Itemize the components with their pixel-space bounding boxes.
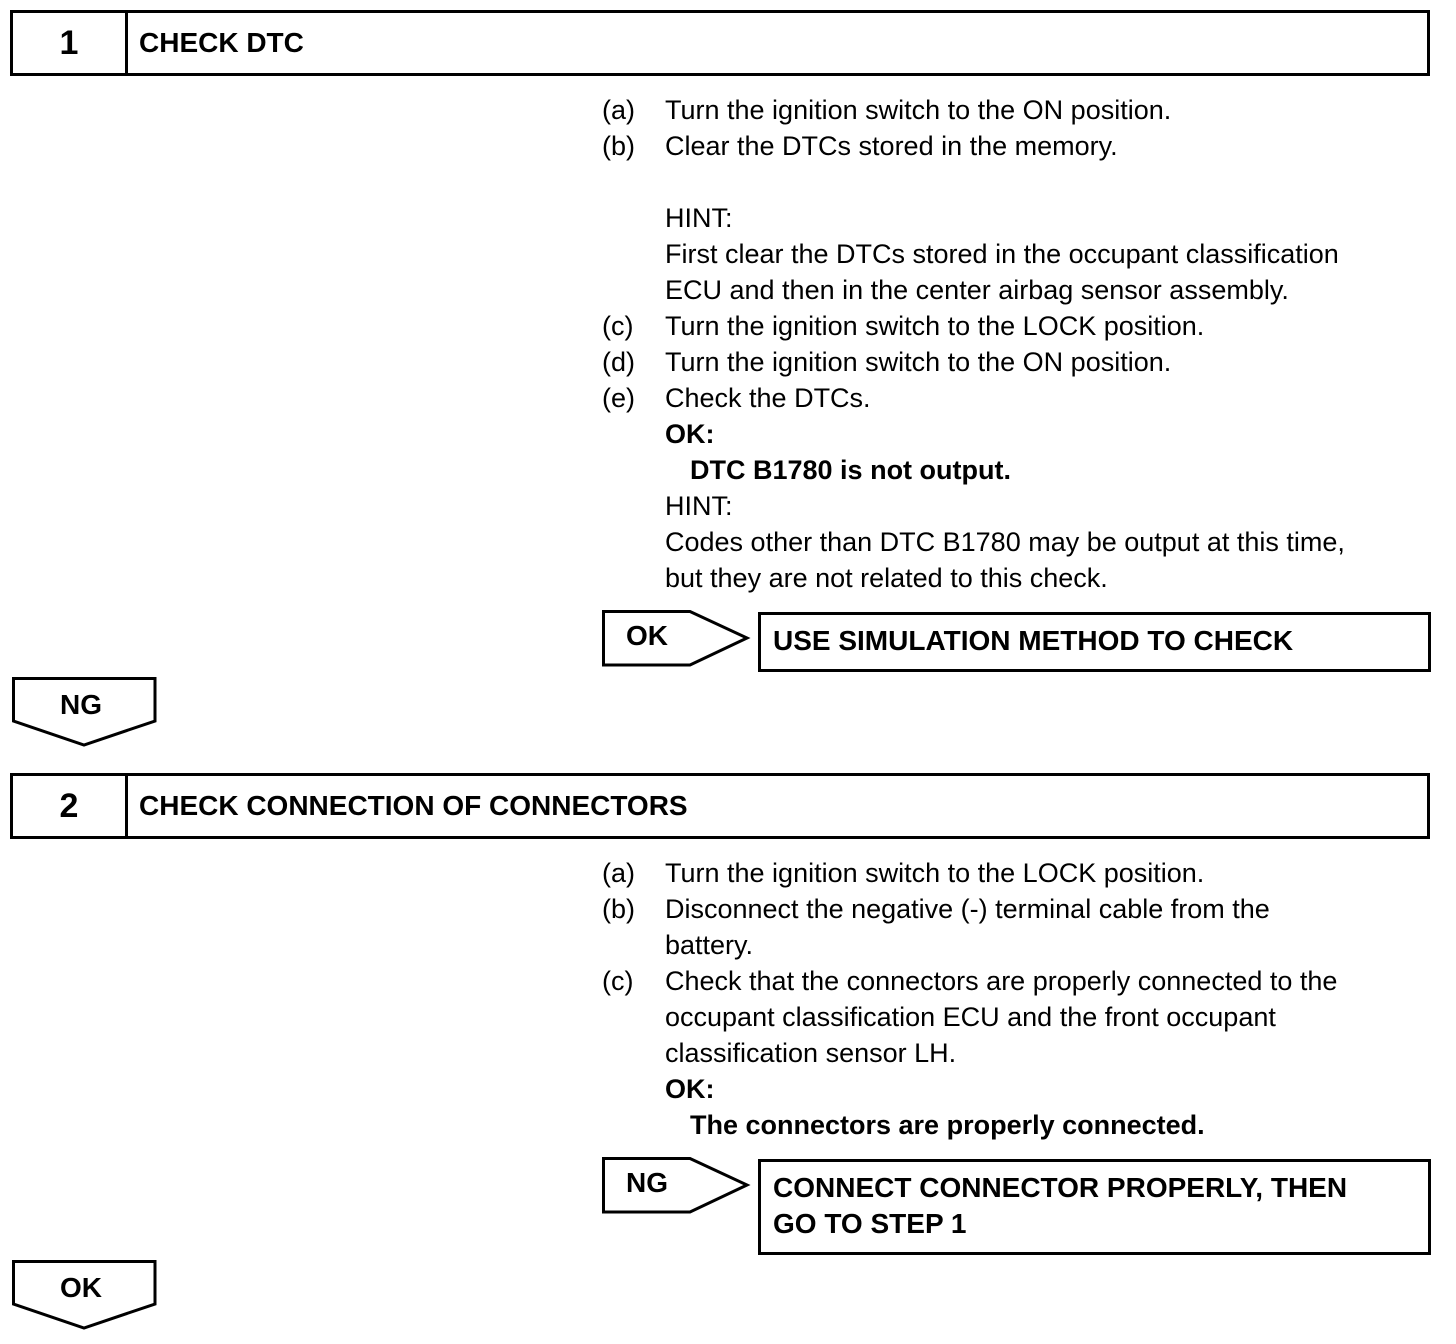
hint-label: HINT: xyxy=(665,491,733,521)
hint-line: First clear the DTCs stored in the occup… xyxy=(665,239,1339,269)
ok-branch-result-text: USE SIMULATION METHOD TO CHECK xyxy=(773,625,1294,656)
instruction-label: (c) xyxy=(602,311,634,341)
instruction-item: (a) Turn the ignition switch to the ON p… xyxy=(602,92,1442,128)
step-2-title: CHECK CONNECTION OF CONNECTORS xyxy=(139,790,688,821)
instruction-item: (a) Turn the ignition switch to the LOCK… xyxy=(602,855,1442,891)
instruction-line: Turn the ignition switch to the LOCK pos… xyxy=(665,858,1205,888)
hint-line: but they are not related to this check. xyxy=(665,563,1108,593)
instruction-label: (a) xyxy=(602,858,635,888)
hint-label: HINT: xyxy=(665,203,733,233)
ok-down-arrow xyxy=(12,1260,157,1330)
instruction-item: (c) Turn the ignition switch to the LOCK… xyxy=(602,308,1442,344)
instruction-label: (b) xyxy=(602,894,635,924)
step-2-number: 2 xyxy=(13,776,128,836)
instruction-line: battery. xyxy=(665,930,754,960)
step-2-instructions: (a) Turn the ignition switch to the LOCK… xyxy=(602,855,1442,1143)
instruction-text: Check the DTCs. xyxy=(665,383,871,413)
ng-branch-result: CONNECT CONNECTOR PROPERLY, THEN GO TO S… xyxy=(758,1159,1431,1255)
ok-label: OK: xyxy=(665,419,715,449)
ok-down-label: OK xyxy=(60,1272,102,1303)
instruction-item: (b) Disconnect the negative (-) terminal… xyxy=(602,891,1442,963)
ok-branch-label: OK xyxy=(626,620,668,651)
ng-branch-result-line: CONNECT CONNECTOR PROPERLY, THEN xyxy=(773,1172,1348,1203)
instruction-line: occupant classification ECU and the fron… xyxy=(665,1002,1276,1032)
ng-down-label: NG xyxy=(60,689,102,720)
step-1-number: 1 xyxy=(13,13,128,73)
ng-branch-arrow xyxy=(602,1157,751,1214)
instruction-line: Check that the connectors are properly c… xyxy=(665,966,1338,996)
ng-branch-label: NG xyxy=(626,1167,668,1198)
instruction-line: classification sensor LH. xyxy=(665,1038,957,1068)
instruction-item: (b) Clear the DTCs stored in the memory. xyxy=(602,128,1442,164)
instruction-label: (b) xyxy=(602,131,635,161)
instruction-text: Clear the DTCs stored in the memory. xyxy=(665,131,1118,161)
ng-branch-result-line: GO TO STEP 1 xyxy=(773,1208,967,1239)
ok-criteria: DTC B1780 is not output. xyxy=(690,455,1012,485)
instruction-text: Turn the ignition switch to the LOCK pos… xyxy=(665,855,1442,891)
ng-down-arrow xyxy=(12,677,157,747)
instruction-line: Disconnect the negative (-) terminal cab… xyxy=(665,894,1270,924)
ok-branch-arrow xyxy=(602,610,751,667)
ok-criteria: The connectors are properly connected. xyxy=(690,1110,1205,1140)
instruction-label: (e) xyxy=(602,383,635,413)
instruction-text: Turn the ignition switch to the LOCK pos… xyxy=(665,311,1205,341)
instruction-text: Turn the ignition switch to the ON posit… xyxy=(665,95,1172,125)
step-1-instructions: (a) Turn the ignition switch to the ON p… xyxy=(602,92,1442,596)
ok-branch-result: USE SIMULATION METHOD TO CHECK xyxy=(758,612,1431,672)
step-1-title: CHECK DTC xyxy=(139,27,304,58)
step-1-header: 1 CHECK DTC xyxy=(10,10,1430,76)
instruction-label: (a) xyxy=(602,95,635,125)
instruction-text: Turn the ignition switch to the ON posit… xyxy=(665,347,1172,377)
instruction-label: (c) xyxy=(602,966,634,996)
instruction-text: Check that the connectors are properly c… xyxy=(665,963,1442,1071)
instruction-label: (d) xyxy=(602,347,635,377)
instruction-item: (e) Check the DTCs. xyxy=(602,380,1442,416)
ok-label: OK: xyxy=(665,1074,715,1104)
hint-line: Codes other than DTC B1780 may be output… xyxy=(665,527,1345,557)
instruction-text: Disconnect the negative (-) terminal cab… xyxy=(665,891,1442,963)
instruction-item: (d) Turn the ignition switch to the ON p… xyxy=(602,344,1442,380)
hint-line: ECU and then in the center airbag sensor… xyxy=(665,275,1289,305)
instruction-item: (c) Check that the connectors are proper… xyxy=(602,963,1442,1071)
step-2-header: 2 CHECK CONNECTION OF CONNECTORS xyxy=(10,773,1430,839)
